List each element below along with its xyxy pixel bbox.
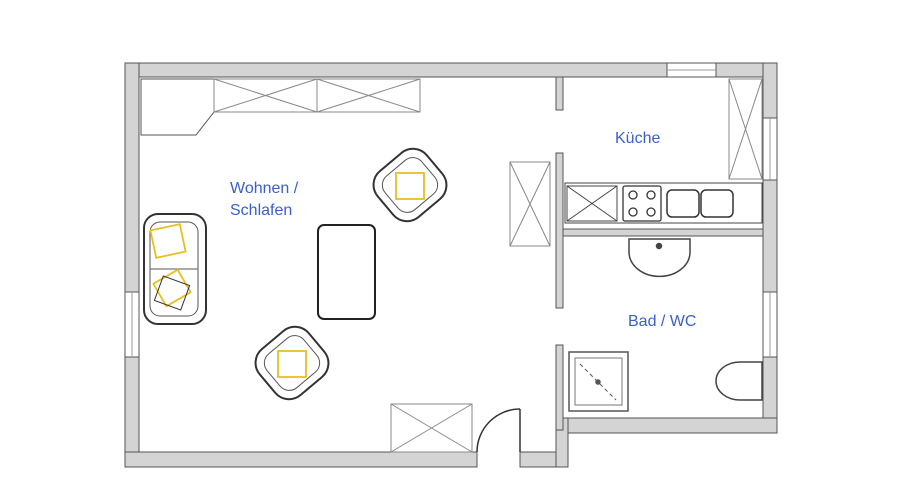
room-label-bath: Bad / WC [628,313,696,330]
walls [124,62,778,468]
toilet [715,361,763,401]
kitchen-tall-cabinet [728,78,763,180]
cabinet-bottom [390,403,473,453]
windows [124,62,778,358]
kitchen-sink [666,189,734,218]
washbasin [628,238,691,278]
armchair-bottom [254,325,330,401]
room-label-living: Wohnen / [230,180,299,197]
shower [568,351,629,412]
sofa-cushion [153,275,191,311]
corner-cabinet [140,78,215,136]
room-label-living: Schlafen [230,202,292,219]
wall-interior-low [555,344,564,431]
sofa [143,213,207,325]
stove-burner [628,190,638,200]
room-label-kitchen: Küche [615,130,660,147]
wall-bottom-bath [555,417,778,434]
wall-kitchen-bath [562,228,764,237]
wall-cabinets-top [213,78,421,113]
wall-bottom-left [124,451,478,468]
stove-burner [646,190,656,200]
stove [622,185,662,222]
sofa-cushion [149,223,187,259]
stove-burner [628,207,638,217]
wall-interior-mid [555,152,564,309]
table [317,224,376,320]
stove-burner [646,207,656,217]
entrance-door [476,408,521,453]
armchair-top [372,147,448,223]
wall-left [124,62,140,468]
wardrobe-middle [509,161,551,247]
wall-interior-stub [555,76,564,111]
